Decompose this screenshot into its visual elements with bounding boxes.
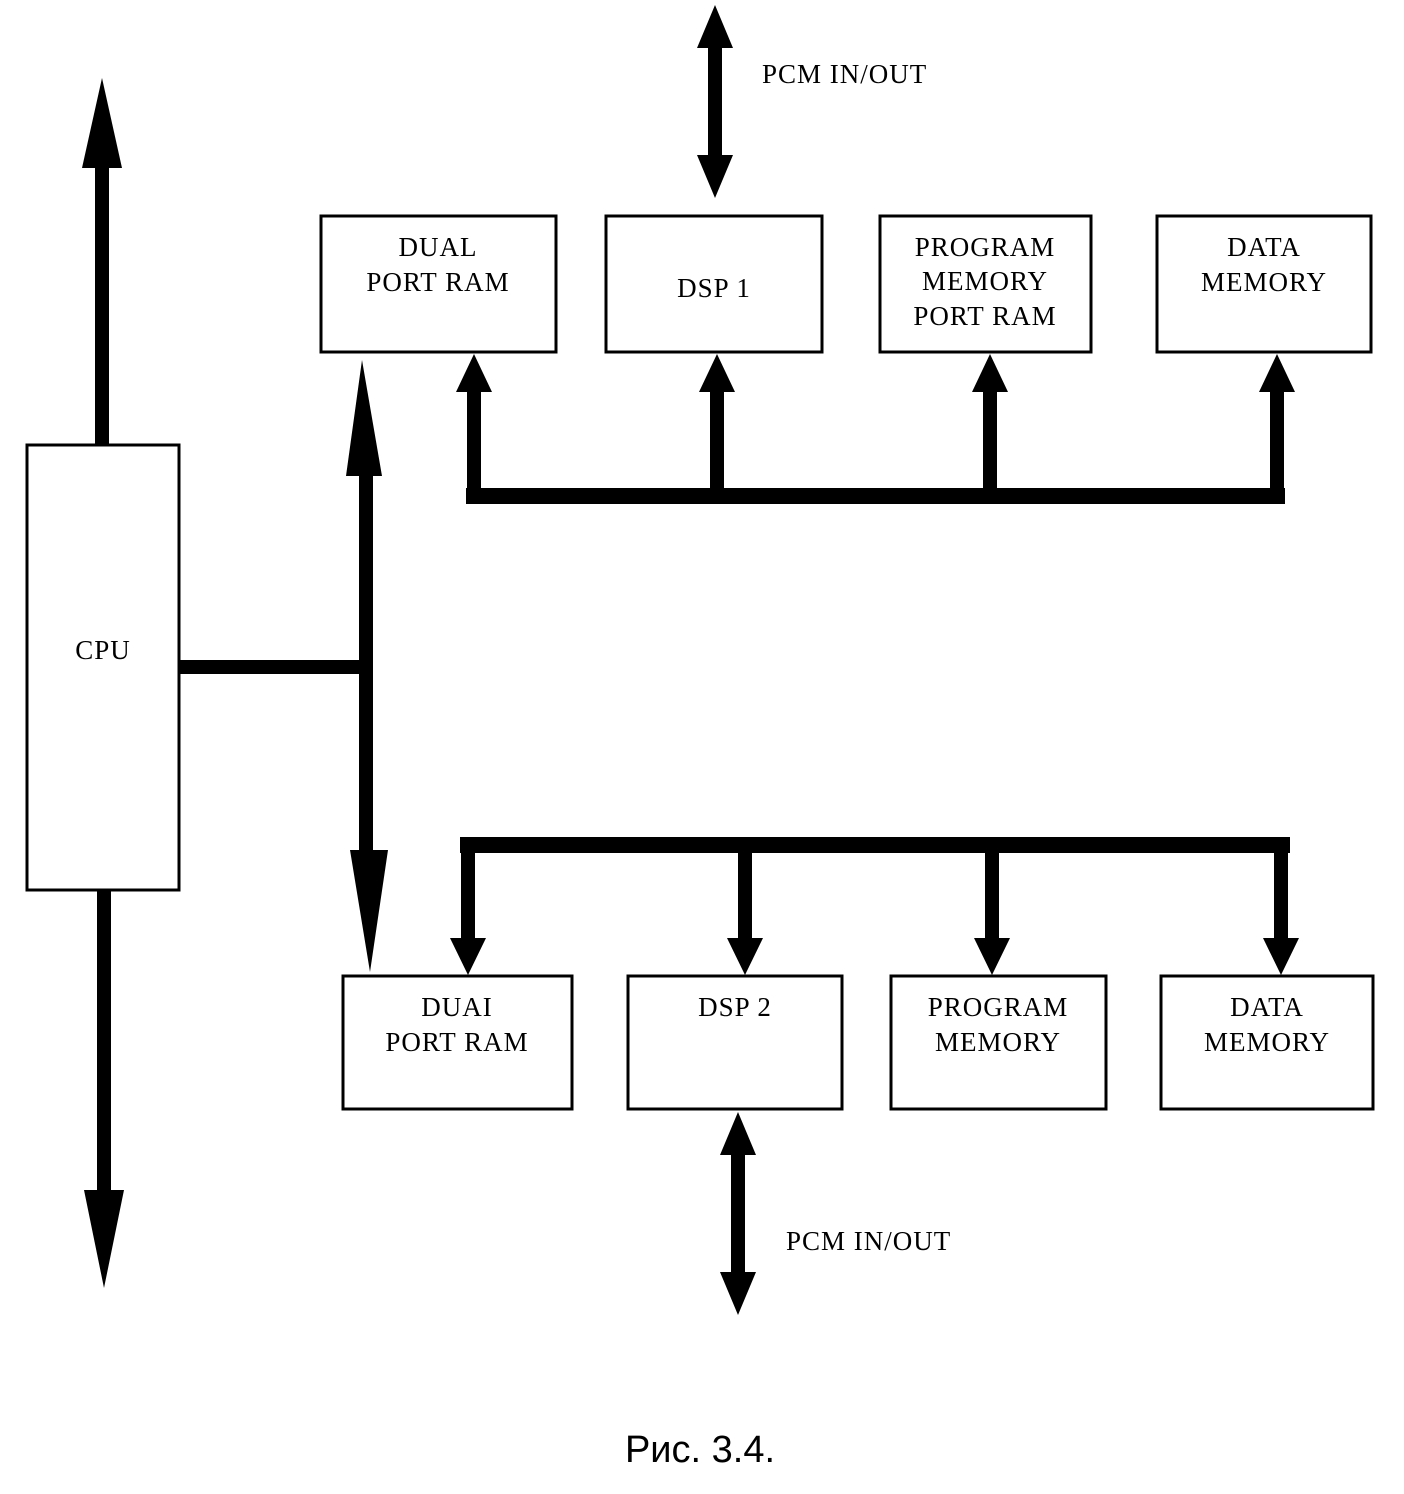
svg-text:DUAI: DUAI [421, 992, 493, 1022]
top-datamem-line2: MEMORY [1201, 267, 1327, 297]
cpu-block: CPU [25, 443, 181, 892]
top-pcm-io: PCM IN/OUT [697, 5, 927, 198]
svg-text:PROGRAM: PROGRAM [915, 232, 1056, 262]
bottom-progmem-line1: PROGRAM [928, 992, 1069, 1022]
svg-text:PORT RAM: PORT RAM [366, 267, 509, 297]
bottom-program-memory-block: PROGRAM MEMORY [889, 974, 1108, 1111]
dsp1-label: DSP 1 [677, 273, 751, 303]
top-program-memory-block: PROGRAM MEMORY PORT RAM [878, 214, 1093, 354]
bottom-data-memory-block: DATA MEMORY [1159, 974, 1375, 1111]
bottom-progmem-line2: MEMORY [935, 1027, 1061, 1057]
figure-caption: Рис. 3.4. [625, 1429, 775, 1471]
svg-text:MEMORY: MEMORY [922, 266, 1048, 296]
svg-text:DATA: DATA [1230, 992, 1304, 1022]
top-datamem-line1: DATA [1227, 232, 1301, 262]
dsp2-label: DSP 2 [698, 992, 772, 1022]
svg-text:PORT RAM: PORT RAM [913, 301, 1056, 331]
svg-text:PORT RAM: PORT RAM [385, 1027, 528, 1057]
top-dpram-link-arrowhead [346, 360, 382, 476]
bottom-dpram-line2: PORT RAM [385, 1027, 528, 1057]
top-dpram-line1: DUAL [399, 232, 478, 262]
bottom-pcm-io: PCM IN/OUT [720, 1112, 951, 1315]
bottom-pcm-label: PCM IN/OUT [786, 1226, 951, 1256]
svg-text:MEMORY: MEMORY [935, 1027, 1061, 1057]
svg-text:DUAL: DUAL [399, 232, 478, 262]
top-pcm-label: PCM IN/OUT [762, 59, 927, 89]
top-data-memory-block: DATA MEMORY [1155, 214, 1373, 354]
svg-text:PROGRAM: PROGRAM [928, 992, 1069, 1022]
svg-text:DATA: DATA [1227, 232, 1301, 262]
bottom-local-bus [450, 837, 1299, 975]
dsp2-block: DSP 2 [626, 974, 844, 1111]
dsp1-block: DSP 1 [604, 214, 824, 354]
top-dpram-line2: PORT RAM [366, 267, 509, 297]
svg-text:MEMORY: MEMORY [1201, 267, 1327, 297]
bottom-dpram-link-arrowhead [350, 850, 388, 972]
top-progmem-line2: MEMORY [922, 266, 1048, 296]
cpu-bus-up-arrowhead [82, 78, 122, 168]
bottom-dual-port-ram-block: DUAI PORT RAM [341, 974, 574, 1111]
bottom-datamem-line2: MEMORY [1204, 1027, 1330, 1057]
cpu-system-bus [82, 78, 124, 1288]
bottom-datamem-line1: DATA [1230, 992, 1304, 1022]
top-progmem-line3: PORT RAM [913, 301, 1056, 331]
svg-text:MEMORY: MEMORY [1204, 1027, 1330, 1057]
cpu-label: CPU [75, 635, 131, 665]
cpu-bus-down-arrowhead [84, 1190, 124, 1288]
cpu-dpram-link [179, 360, 388, 972]
top-progmem-line1: PROGRAM [915, 232, 1056, 262]
top-local-bus [456, 354, 1295, 504]
bottom-dpram-line1: DUAI [421, 992, 493, 1022]
top-dual-port-ram-block: DUAL PORT RAM [319, 214, 558, 354]
